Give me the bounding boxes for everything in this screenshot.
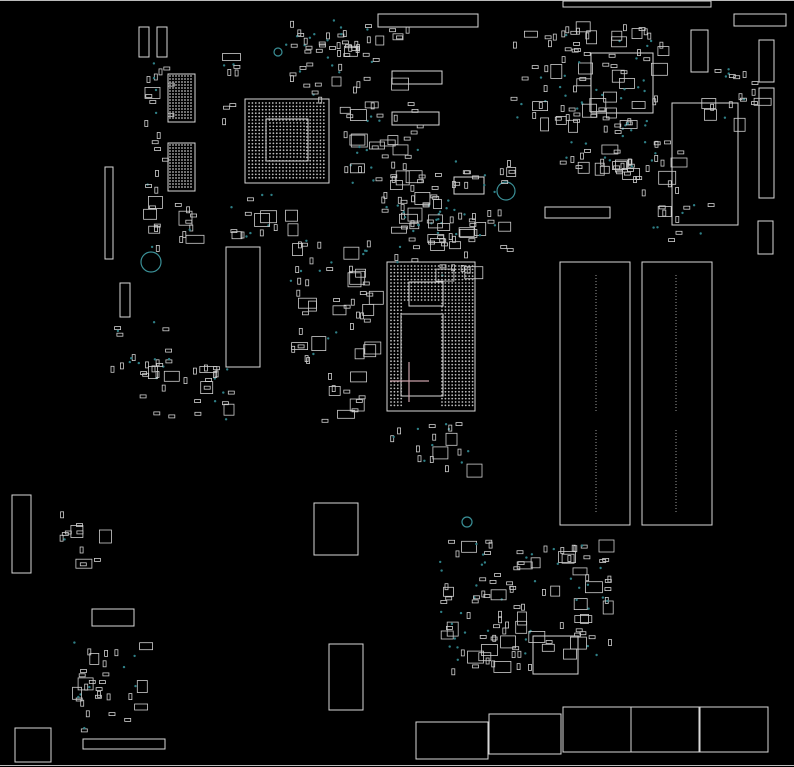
misc-ics-mid[interactable] [91,70,611,711]
components-scatter [59,19,772,733]
chip-pair-left[interactable] [167,73,196,192]
sodimm-connector-small[interactable] [225,246,261,368]
top-connector-row[interactable] [377,0,787,28]
left-header-stack[interactable] [11,26,168,574]
bottom-io-connectors[interactable] [14,706,769,763]
crosshair-cursor [390,362,429,402]
memory-slots[interactable] [559,261,713,526]
mounting-holes [140,47,516,528]
southbridge-chip[interactable] [590,29,775,255]
